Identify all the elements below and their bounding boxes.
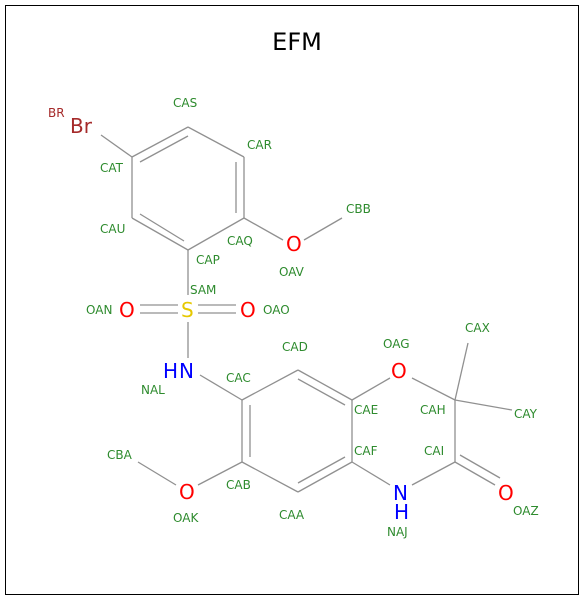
diagram-frame [5, 5, 579, 595]
bonds [100, 126, 513, 493]
bond-cae-oag [351, 377, 391, 401]
nitrogen-naj-symbol: N [393, 481, 408, 505]
bond-oav-cbb [303, 217, 343, 241]
label-cae: CAE [354, 403, 378, 417]
bond-caf-caa-inner [297, 456, 346, 484]
bond-cai-oaz-a [454, 461, 496, 486]
label-caf: CAF [354, 444, 378, 458]
amine-n-symbol: N [179, 359, 194, 383]
bond-cap-cau [131, 217, 189, 251]
bond-cas-car [187, 126, 245, 158]
label-cau: CAU [100, 222, 125, 236]
bond-cad-cae-inner [297, 378, 346, 406]
label-car: CAR [247, 138, 272, 152]
bond-cah-cay [454, 399, 513, 411]
bond-cat-cas [131, 126, 189, 158]
label-cay: CAY [514, 407, 538, 421]
bond-cab-oak [197, 461, 243, 486]
oxygen-oaz-symbol: O [498, 481, 514, 505]
label-cap: CAP [196, 253, 220, 267]
bond-cat-br [100, 134, 133, 158]
bond-cai-oaz-b [459, 454, 501, 479]
label-cad: CAD [282, 340, 308, 354]
label-cbb: CBB [346, 202, 371, 216]
bond-oak-cba [137, 461, 177, 486]
label-cac: CAC [226, 371, 251, 385]
label-cah: CAH [420, 403, 446, 417]
label-sam: SAM [190, 283, 216, 297]
bond-nal-cac [199, 374, 243, 401]
label-oaz: OAZ [513, 504, 539, 518]
amine-h-symbol: H [163, 359, 178, 383]
bond-cai-naj [411, 461, 456, 486]
bond-cat-cas-inner [139, 135, 189, 163]
label-oag: OAG [383, 337, 410, 351]
label-naj: NAJ [387, 525, 408, 539]
bond-naj-caf [351, 461, 391, 486]
oxygen-oak-symbol: O [179, 480, 195, 504]
bond-cad-cae [297, 369, 353, 401]
element-symbols: Br O S O O H N O O N H O [70, 114, 514, 524]
label-cai: CAI [424, 444, 444, 458]
bond-cah-cax [454, 342, 469, 401]
bond-caa-cab [241, 461, 299, 493]
label-cat: CAT [100, 161, 124, 175]
label-oao: OAO [263, 303, 290, 317]
label-cax: CAX [465, 321, 490, 335]
oxygen-oav-symbol: O [286, 232, 302, 256]
bond-cap-cau-inner [139, 213, 185, 242]
oxygen-oan-symbol: O [119, 298, 135, 322]
label-cba: CBA [107, 448, 133, 462]
oxygen-oao-symbol: O [240, 298, 256, 322]
bond-cac-cad [241, 369, 299, 401]
label-oak: OAK [173, 511, 199, 525]
bromine-symbol: Br [70, 114, 93, 138]
sulfur-symbol: S [181, 298, 194, 322]
label-cab: CAB [226, 478, 251, 492]
bond-caf-caa [297, 461, 353, 493]
label-caq: CAQ [227, 234, 253, 248]
bond-oag-cah [411, 377, 456, 401]
bond-caq-cap [187, 217, 245, 251]
bond-caq-oav [243, 217, 284, 241]
label-br: BR [48, 106, 65, 120]
hydrogen-naj-symbol: H [394, 500, 409, 524]
label-cas: CAS [173, 96, 197, 110]
label-nal: NAL [141, 383, 165, 397]
label-oan: OAN [86, 303, 112, 317]
oxygen-oag-symbol: O [391, 359, 407, 383]
atom-labels: BR CAS CAR CAT CBB CAU CAQ CAP OAV SAM O… [48, 96, 539, 539]
label-oav: OAV [279, 265, 305, 279]
title: EFM [272, 28, 322, 56]
label-caa: CAA [279, 508, 305, 522]
